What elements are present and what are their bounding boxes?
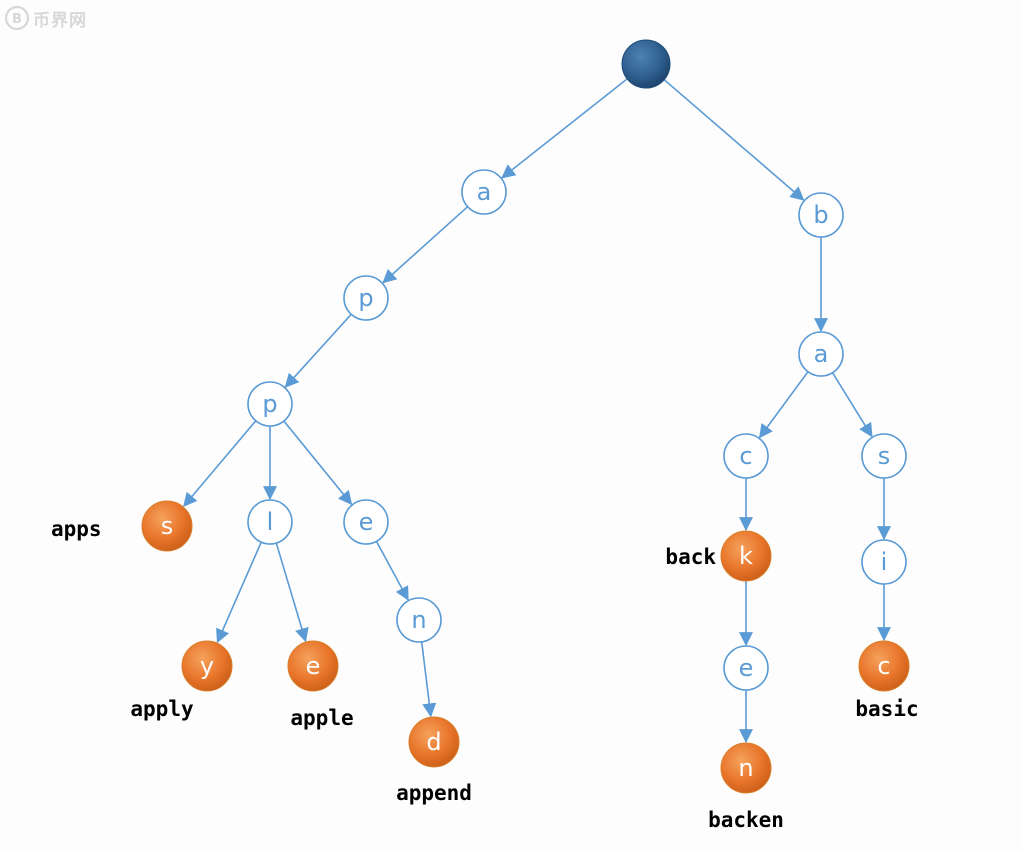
trie-node-e3: e bbox=[723, 645, 769, 691]
trie-node-y1: y bbox=[181, 640, 233, 692]
node-circle bbox=[343, 499, 389, 545]
edge-a1-p1 bbox=[382, 206, 469, 284]
svg-text:B: B bbox=[12, 12, 22, 27]
node-circle bbox=[461, 169, 507, 215]
trie-node-a2: a bbox=[798, 331, 844, 377]
node-circle bbox=[396, 597, 442, 643]
node-circle bbox=[723, 433, 769, 479]
word-label-append: append bbox=[396, 781, 472, 805]
node-letter: y bbox=[200, 652, 214, 680]
node-letter: a bbox=[814, 340, 829, 368]
edges-layer bbox=[183, 78, 891, 744]
edge-n1-d1 bbox=[420, 641, 437, 718]
node-letter: k bbox=[739, 542, 753, 570]
edge-p1-p2 bbox=[284, 313, 352, 388]
node-letter: c bbox=[877, 652, 890, 680]
trie-node-l1: l bbox=[247, 499, 293, 545]
root-node-circle bbox=[621, 39, 671, 89]
word-label-basic: basic bbox=[855, 697, 918, 721]
node-letter: l bbox=[267, 508, 274, 536]
node-letter: c bbox=[739, 442, 752, 470]
node-circle bbox=[798, 192, 844, 238]
trie-node-i1: i bbox=[861, 539, 907, 585]
node-letter: e bbox=[306, 652, 321, 680]
trie-node-k1: k bbox=[720, 530, 772, 582]
edge-p2-e1 bbox=[283, 420, 353, 506]
node-letter: a bbox=[477, 178, 492, 206]
node-circle bbox=[723, 645, 769, 691]
watermark-text: 币界网 bbox=[33, 10, 87, 31]
trie-node-p1: p bbox=[343, 275, 389, 321]
trie-node-p2: p bbox=[247, 381, 293, 427]
node-letter: s bbox=[878, 442, 891, 470]
trie-node-b1: b bbox=[798, 192, 844, 238]
node-letter: i bbox=[881, 548, 888, 576]
word-end-node-circle bbox=[287, 640, 339, 692]
edge-root-b1 bbox=[663, 79, 805, 201]
node-letter: s bbox=[161, 512, 174, 540]
word-end-node-circle bbox=[181, 640, 233, 692]
node-letter: n bbox=[738, 754, 753, 782]
trie-node-c2: c bbox=[858, 640, 910, 692]
trie-node-s2: s bbox=[861, 433, 907, 479]
word-label-apply: apply bbox=[130, 697, 194, 721]
word-end-node-circle bbox=[720, 742, 772, 794]
word-label-apps: apps bbox=[51, 517, 102, 541]
trie-node-a1: a bbox=[461, 169, 507, 215]
node-circle bbox=[861, 433, 907, 479]
trie-node-c1: c bbox=[723, 433, 769, 479]
node-letter: p bbox=[358, 284, 373, 312]
edge-a2-c1 bbox=[758, 371, 809, 439]
node-letter: p bbox=[262, 390, 277, 418]
node-letter: d bbox=[426, 728, 441, 756]
node-circle bbox=[798, 331, 844, 377]
node-letter: b bbox=[813, 201, 828, 229]
trie-node-d1: d bbox=[408, 716, 460, 768]
word-label-back: back bbox=[665, 545, 716, 569]
edge-e1-n1 bbox=[375, 540, 409, 601]
edge-a2-s2 bbox=[831, 372, 873, 438]
node-letter: e bbox=[359, 508, 374, 536]
coin-logo-icon: B bbox=[4, 5, 30, 31]
trie-node-n1: n bbox=[396, 597, 442, 643]
edge-p2-s1 bbox=[183, 420, 257, 508]
word-end-node-circle bbox=[720, 530, 772, 582]
word-label-backen: backen bbox=[708, 808, 784, 832]
root-node bbox=[621, 39, 671, 89]
word-label-apple: apple bbox=[290, 706, 353, 730]
trie-node-s1: s bbox=[141, 500, 193, 552]
edge-l1-y1 bbox=[216, 541, 262, 644]
node-circle bbox=[247, 381, 293, 427]
nodes-layer: a p p s l e y e n d b a c s k i e c n bbox=[141, 39, 910, 794]
watermark: B 币界网 bbox=[4, 5, 87, 31]
node-circle bbox=[343, 275, 389, 321]
word-end-node-circle bbox=[141, 500, 193, 552]
word-labels-layer: apps apply apple append back basic backen bbox=[51, 517, 919, 832]
trie-node-e2: e bbox=[287, 640, 339, 692]
trie-node-n2: n bbox=[720, 742, 772, 794]
node-circle bbox=[247, 499, 293, 545]
edge-root-a1 bbox=[501, 78, 628, 179]
word-end-node-circle bbox=[408, 716, 460, 768]
node-letter: n bbox=[411, 606, 426, 634]
trie-node-e1: e bbox=[343, 499, 389, 545]
node-letter: e bbox=[739, 654, 754, 682]
word-end-node-circle bbox=[858, 640, 910, 692]
node-circle bbox=[861, 539, 907, 585]
edge-l1-e2 bbox=[275, 542, 309, 643]
